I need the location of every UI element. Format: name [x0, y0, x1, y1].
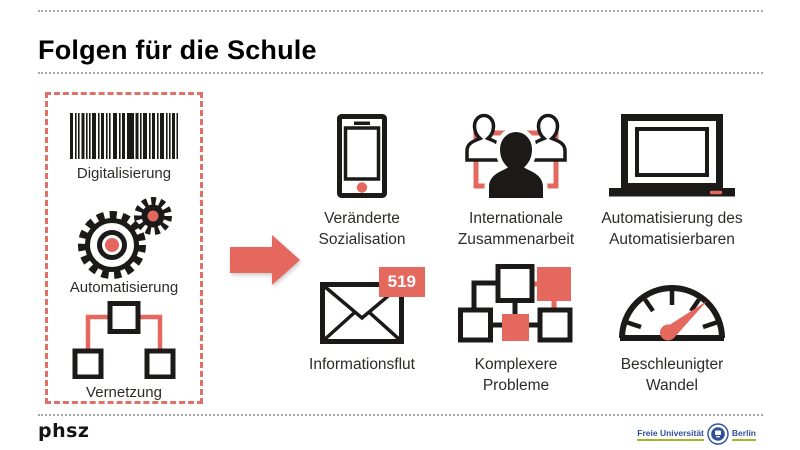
cause-label-digitalisierung: Digitalisierung [76, 165, 172, 182]
fu-logo-text-right: Berlin [731, 428, 756, 441]
fu-logo-text-left: Freie Universität [637, 428, 704, 441]
effect-label: Veränderte Sozialisation [318, 210, 406, 248]
notification-badge: 519 [378, 267, 425, 297]
cause-label-automatisierung: Automatisierung [69, 279, 179, 296]
divider-dotted-bottom [38, 414, 763, 416]
causes-group-box: Digitalisierung Automatisierung Ve [45, 92, 203, 404]
effect-komplexere-probleme: Komplexere Probleme [436, 262, 596, 396]
effect-label: Komplexere Probleme [474, 356, 558, 394]
divider-dotted-top [38, 10, 763, 12]
effect-veraenderte-sozialisation: Veränderte Sozialisation [287, 108, 437, 250]
effect-beschleunigter-wandel: Beschleunigter Wandel [587, 262, 757, 396]
page-title: Folgen für die Schule [38, 35, 317, 66]
cause-label-vernetzung: Vernetzung [86, 384, 162, 401]
effect-label: Beschleunigter Wandel [620, 356, 724, 394]
phsz-logo: phsz [38, 420, 90, 442]
connected-nodes-icon [436, 262, 596, 344]
effect-label: Automatisierung des Automatisierbaren [601, 210, 743, 248]
fu-berlin-seal-icon [707, 423, 729, 445]
effect-informationsflut: 519 Informationsflut [287, 262, 437, 375]
effect-internationale-zusammenarbeit: Internationale Zusammenarbeit [436, 108, 596, 250]
gears-icon [48, 195, 200, 279]
people-collaboration-icon [436, 108, 596, 198]
effect-label: Internationale Zusammenarbeit [457, 210, 575, 248]
envelope-icon: 519 [320, 267, 425, 344]
network-tree-icon [48, 301, 200, 379]
effect-label: Informationsflut [309, 356, 415, 373]
divider-dotted-under-title [38, 72, 763, 74]
effect-automatisierung-des-automatisierbaren: Automatisierung des Automatisierbaren [587, 108, 757, 250]
smartphone-icon [287, 108, 437, 198]
laptop-icon [587, 108, 757, 198]
fu-berlin-logo: Freie Universität Berlin [637, 423, 756, 445]
barcode-icon [48, 113, 200, 159]
speedometer-icon [587, 262, 757, 344]
right-arrow-icon [230, 235, 300, 285]
